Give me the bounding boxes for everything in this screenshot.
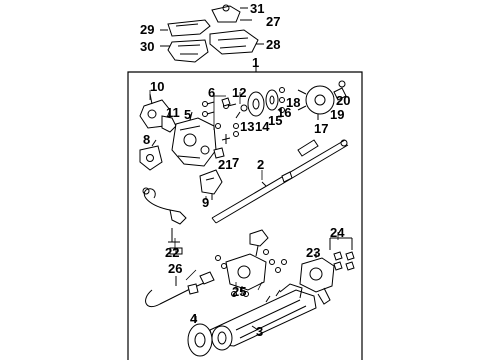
- callout-11: 11: [166, 105, 180, 120]
- callout-15: 15: [268, 113, 283, 128]
- callout-23: 23: [306, 245, 321, 260]
- callout-16: 16: [277, 105, 292, 120]
- callout-26: 26: [168, 261, 183, 276]
- lock-cylinder-part: [211, 4, 252, 23]
- callout-7: 7: [232, 155, 240, 170]
- lock-housing-part: [171, 111, 217, 167]
- steering-shaft-part: [211, 139, 349, 224]
- callout-28: 28: [266, 37, 281, 52]
- switch-housing-part: [139, 93, 177, 133]
- callout-10: 10: [150, 79, 165, 94]
- turn-signal-switch-part: [297, 80, 347, 120]
- callout-9: 9: [202, 195, 210, 210]
- callout-21: 21: [218, 157, 233, 172]
- callout-29: 29: [140, 22, 155, 37]
- callout-27: 27: [266, 14, 281, 29]
- callout-31: 31: [250, 1, 265, 16]
- callout-20: 20: [336, 93, 351, 108]
- callout-14: 14: [255, 119, 270, 134]
- lower-harness-part: [145, 271, 215, 308]
- callout-30: 30: [140, 39, 155, 54]
- bracket-part: [139, 139, 163, 171]
- callout-6: 6: [208, 85, 216, 100]
- assembly-frame: [127, 64, 363, 360]
- ignition-lock-part: [299, 252, 335, 305]
- tilt-mechanism-part: [215, 229, 287, 297]
- callout-17: 17: [314, 121, 329, 136]
- callout-4: 4: [190, 311, 198, 326]
- screws-group: [329, 237, 355, 271]
- small-fasteners: [202, 97, 239, 159]
- callout-25: 25: [232, 284, 247, 299]
- lower-bearing-part: [187, 316, 213, 357]
- callout-12: 12: [232, 85, 247, 100]
- callout-24: 24: [330, 225, 345, 240]
- lower-cover-part: [160, 39, 209, 63]
- actuator-part: [199, 169, 223, 200]
- callout-2: 2: [257, 157, 265, 172]
- callout-22: 22: [165, 245, 180, 260]
- leader-lines: [149, 90, 339, 291]
- upper-cover-part: [160, 19, 211, 37]
- callout-13: 13: [240, 119, 255, 134]
- column-shroud-part: [209, 29, 264, 55]
- callout-5: 5: [184, 107, 192, 122]
- wiring-harness-part: [142, 187, 187, 255]
- callout-1: 1: [252, 55, 260, 70]
- column-jacket-part: [209, 283, 317, 351]
- callout-18: 18: [286, 95, 301, 110]
- callout-3: 3: [256, 324, 264, 339]
- callout-19: 19: [330, 107, 345, 122]
- callout-8: 8: [143, 132, 151, 147]
- bearing-rings: [235, 87, 285, 119]
